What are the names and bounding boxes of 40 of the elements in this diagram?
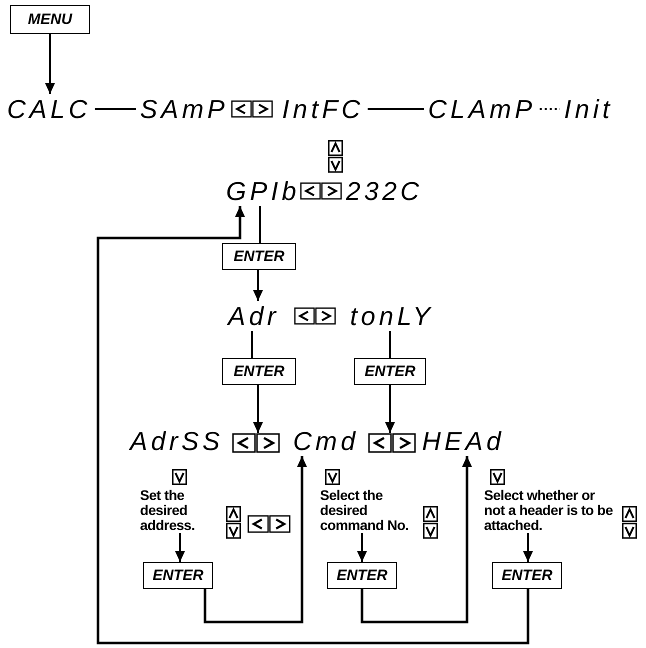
connector-line [251,331,253,358]
display-readout: AdrSS [126,426,228,456]
instruction-text: Select the desired command No. [320,488,420,533]
arrow [45,34,55,94]
display-readout: Adr [224,301,284,331]
arrow [385,385,395,433]
arrow [360,456,472,624]
key-button: MENU [10,5,90,34]
display-readout: GPIb [222,176,304,206]
left-right-keys-icon [232,433,280,453]
arrow [96,206,530,644]
display-readout: CALC [3,94,95,124]
key-button: ENTER [327,562,397,589]
connector-line [259,206,261,243]
arrow [175,533,185,562]
arrow [253,385,263,433]
display-readout: HEAd [418,426,508,456]
connector-line [94,108,136,110]
display-readout: IntFC [278,94,368,124]
display-readout: Init [560,94,618,124]
display-readout: SAmP [136,94,232,124]
display-readout: tonLY [346,301,438,331]
display-readout: Cmd [289,426,363,456]
arrow [523,533,533,562]
arrow [204,456,307,624]
connector-line [540,108,560,110]
instruction-text: Select whether or not a header is to be attached. [484,488,618,533]
key-button: ENTER [143,562,213,589]
key-button: ENTER [222,358,296,385]
key-button: ENTER [354,358,426,385]
instruction-text: Set the desired address. [140,488,220,533]
arrow [253,270,263,301]
connector-line [368,108,424,110]
left-right-keys-icon [368,433,416,453]
display-readout: CLAmP [424,94,540,124]
arrow [357,533,367,562]
display-readout: 232C [342,176,427,206]
key-button: ENTER [492,562,562,589]
key-button: ENTER [222,243,296,270]
connector-line [389,331,391,358]
